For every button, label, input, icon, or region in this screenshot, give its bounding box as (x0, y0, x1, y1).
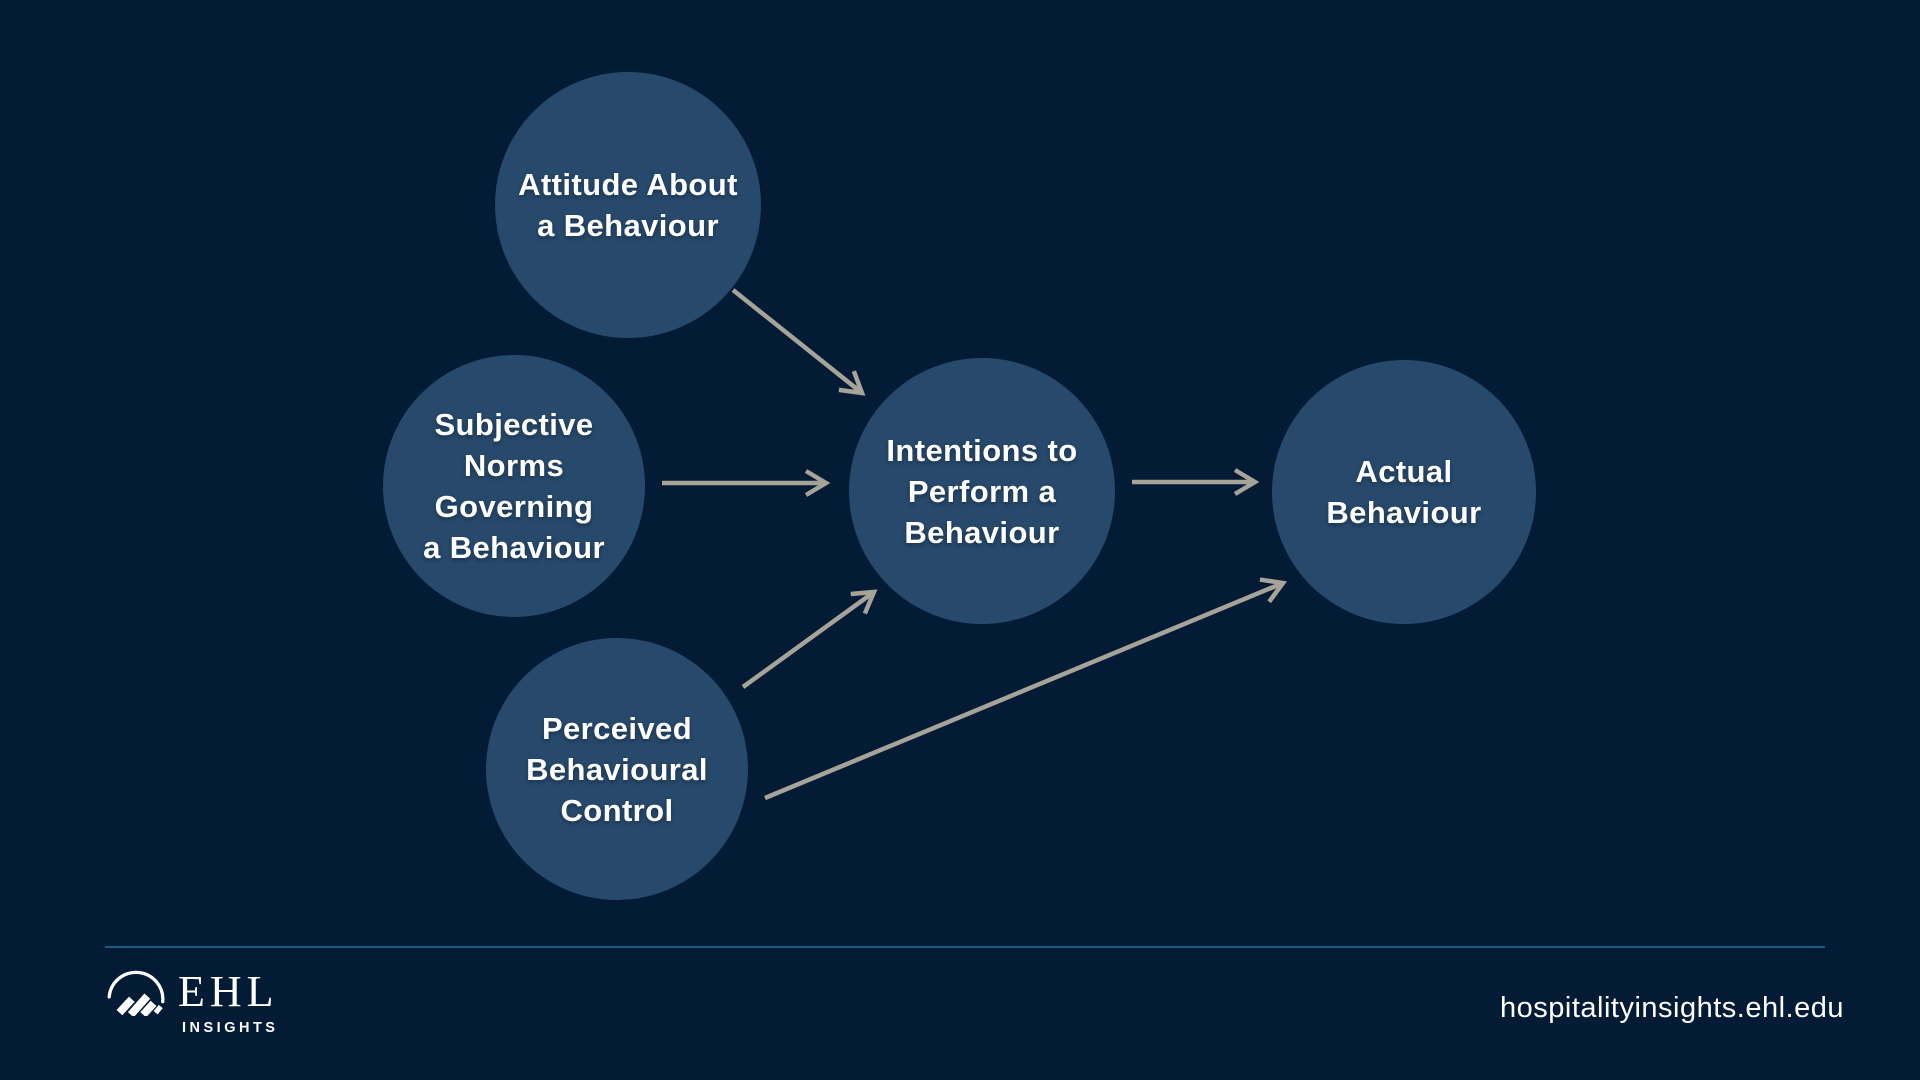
node-attitude-about-a-behaviour: Attitude About a Behaviour (495, 72, 761, 338)
arrow-perceived-to-intentions (741, 589, 878, 689)
node-label: Subjective Norms Governing a Behaviour (423, 407, 605, 565)
node-label: Attitude About a Behaviour (518, 167, 738, 243)
ehl-insights-text: INSIGHTS (182, 1020, 279, 1036)
node-perceived-behavioural-control: Perceived Behavioural Control (486, 638, 748, 900)
node-label: Perceived Behavioural Control (526, 710, 708, 828)
node-intentions-to-perform: Intentions to Perform a Behaviour (849, 358, 1115, 624)
node-label: Intentions to Perform a Behaviour (886, 432, 1078, 550)
node-label: Actual Behaviour (1326, 454, 1482, 530)
ehl-logo-icon (107, 970, 165, 1016)
node-actual-behaviour: Actual Behaviour (1272, 360, 1536, 624)
node-subjective-norms: Subjective Norms Governing a Behaviour (383, 355, 645, 617)
arrow-attitude-to-intentions (731, 288, 866, 396)
ehl-brand-text: EHL (178, 967, 279, 1016)
footer-divider (105, 946, 1825, 948)
website-url: hospitalityinsights.ehl.edu (1500, 992, 1844, 1024)
